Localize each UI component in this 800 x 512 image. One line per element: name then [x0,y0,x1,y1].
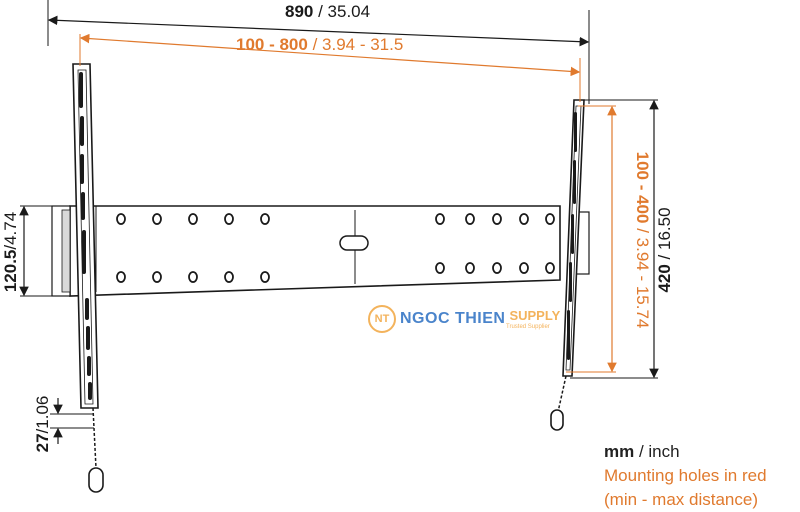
center-slot [339,235,369,251]
dimension-rail-height: 120.5/4.74 [1,205,56,297]
watermark-tagline: Trusted Supplier [506,324,550,330]
horizontal-rail [51,205,590,297]
vertical-holes-label: 100 - 400 / 3.94 - 15.74 [633,152,652,329]
height-label: 420 / 16.50 [655,207,674,292]
left-vertical-arm [72,63,104,493]
horizontal-holes-label: 100 - 800 / 3.94 - 31.5 [236,35,403,54]
dimension-depth: 27/1.06 [33,396,94,453]
legend-holes-note: Mounting holes in red [604,466,767,485]
watermark-name: NGOC THIEN [400,310,506,327]
width-label: 890 / 35.04 [285,2,370,21]
units-legend: mm / inch Mounting holes in red (min - m… [604,440,767,512]
depth-label: 27/1.06 [33,396,52,453]
legend-distance-note: (min - max distance) [604,490,758,509]
legend-unit-inch: / inch [634,442,680,461]
watermark-supply: SUPPLY [509,307,561,323]
legend-unit-mm: mm [604,442,635,461]
rail-height-label: 120.5/4.74 [1,212,20,292]
mounting-holes [116,213,555,283]
dimension-total-width: 890 / 35.04 [47,0,590,104]
dimension-total-height: 420 / 16.50 [570,99,674,379]
legend-units: mm / inch [604,440,767,464]
watermark-logo: NT NGOC THIEN SUPPLY Trusted Supplier [368,305,560,333]
dimension-vertical-holes: 100 - 400 / 3.94 - 15.74 [566,105,652,373]
dimension-horizontal-holes: 100 - 800 / 3.94 - 31.5 [79,33,581,102]
watermark-badge: NT [368,305,396,333]
